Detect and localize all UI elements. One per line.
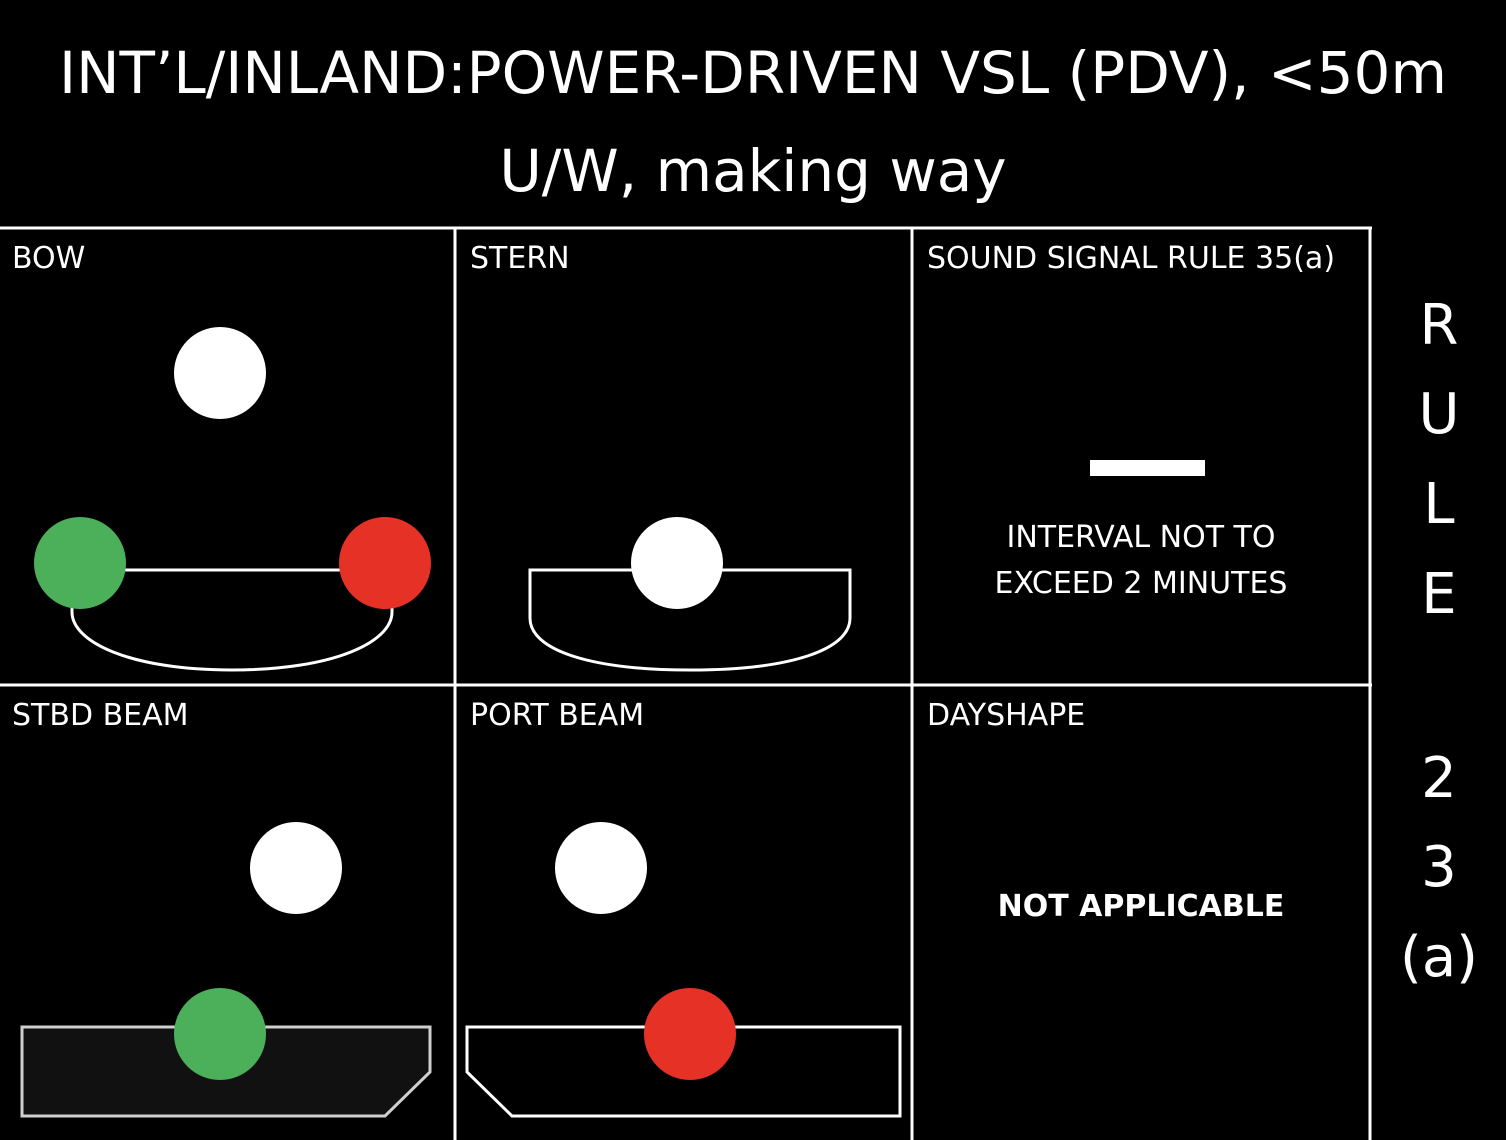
rule-char-e: E — [1421, 562, 1457, 627]
panel-label-sound-signal: SOUND SIGNAL RULE 35(a) — [927, 241, 1336, 276]
panel-label-stern: STERN — [470, 241, 570, 276]
rule-char-r: R — [1419, 293, 1459, 358]
rule-char-u: U — [1418, 382, 1460, 447]
sound-signal-note-line1: INTERVAL NOT TO — [1006, 520, 1276, 555]
stern-view — [528, 517, 852, 672]
rule-char-l: L — [1423, 472, 1455, 537]
prolonged-blast-icon — [1090, 460, 1205, 476]
red-sidelight-icon — [339, 517, 431, 609]
masthead-light-icon — [174, 327, 266, 419]
dayshape-note: NOT APPLICABLE — [997, 889, 1285, 924]
port-red-sidelight-icon — [644, 988, 736, 1080]
port-masthead-light-icon — [555, 822, 647, 914]
panel-label-bow: BOW — [12, 241, 86, 276]
panel-label-port-beam: PORT BEAM — [470, 698, 645, 733]
stern-hull-outline — [528, 568, 852, 672]
bow-hull-outline — [70, 570, 394, 672]
rule-number-3: 3 — [1421, 835, 1457, 900]
green-sidelight-icon — [34, 517, 126, 609]
panel-label-stbd-beam: STBD BEAM — [12, 698, 189, 733]
panel-label-dayshape: DAYSHAPE — [927, 698, 1086, 733]
grid-lines — [0, 226, 1372, 1140]
rule-number-2: 2 — [1421, 746, 1457, 811]
sound-signal-note-line2: EXCEED 2 MINUTES — [994, 566, 1288, 601]
sternlight-icon — [631, 517, 723, 609]
rule-subsection-a: (a) — [1399, 925, 1478, 990]
sound-signal-note: INTERVAL NOT TO EXCEED 2 MINUTES — [912, 515, 1370, 607]
stbd-green-sidelight-icon — [174, 988, 266, 1080]
stbd-masthead-light-icon — [250, 822, 342, 914]
port-beam-view — [465, 822, 902, 1118]
page-title: INT’L/INLAND:POWER-DRIVEN VSL (PDV), <50… — [59, 39, 1447, 107]
stbd-beam-view — [20, 822, 432, 1118]
bow-view — [34, 327, 431, 672]
page-subtitle: U/W, making way — [499, 137, 1007, 205]
